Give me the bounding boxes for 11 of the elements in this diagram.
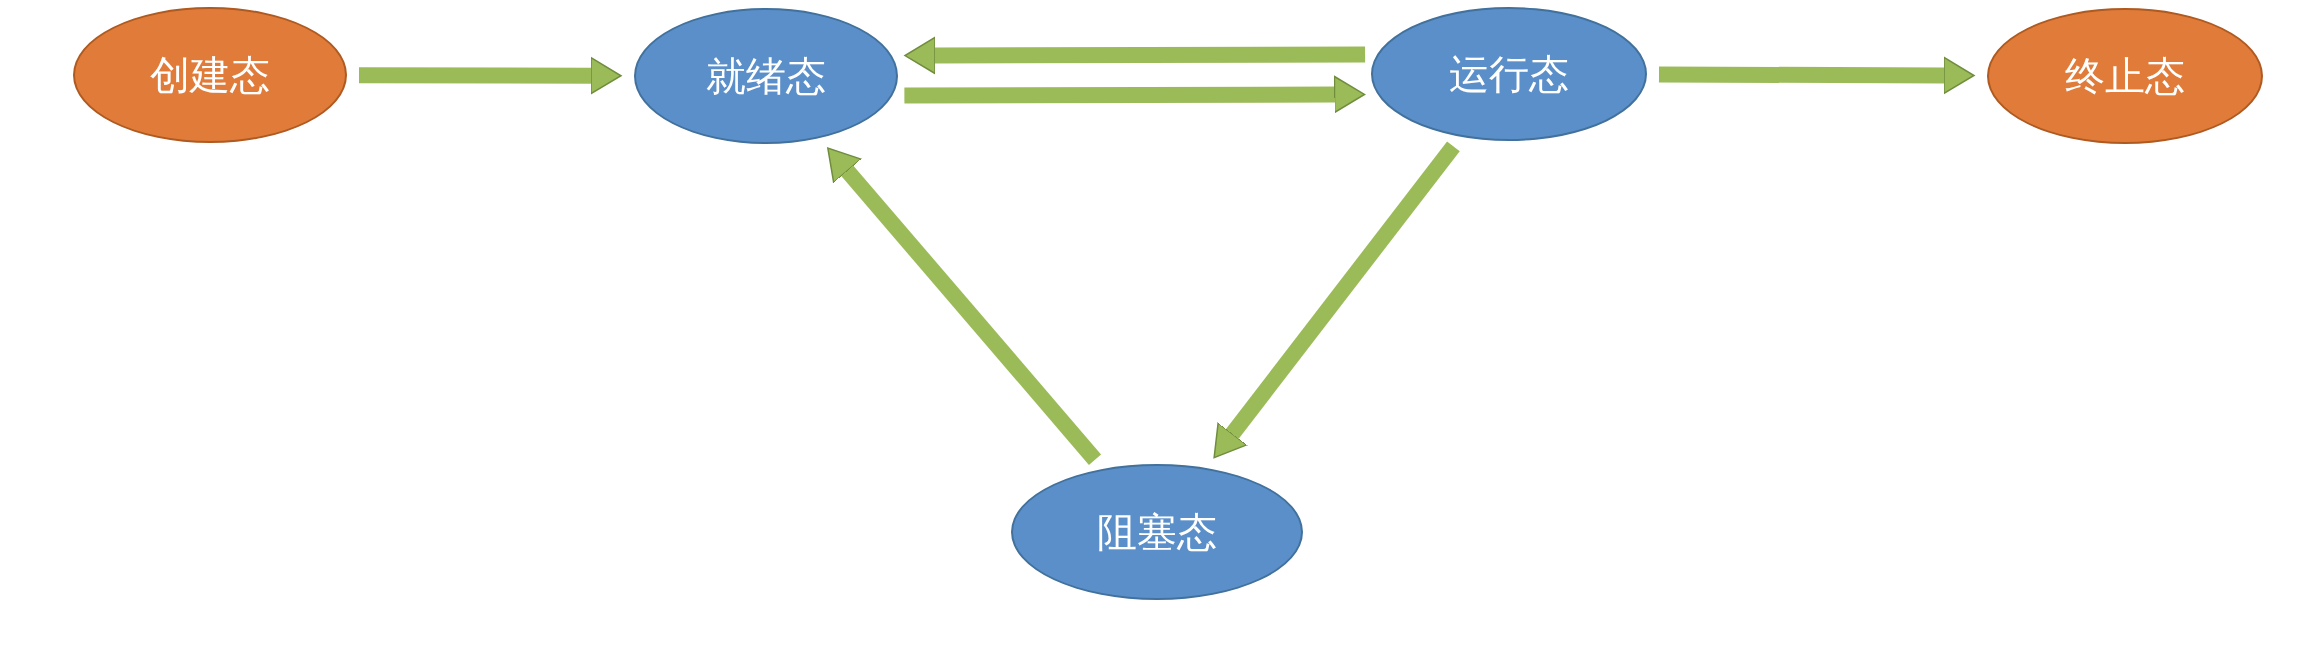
arrow bbox=[1658, 56, 1975, 95]
arrow bbox=[904, 75, 1366, 114]
arrow bbox=[827, 147, 1102, 465]
arrow bbox=[1213, 141, 1460, 459]
arrow bbox=[358, 56, 622, 95]
state-ellipse: 运行态 bbox=[1371, 7, 1647, 141]
state-ellipse: 创建态 bbox=[73, 7, 347, 143]
state-ellipse: 阻塞态 bbox=[1011, 464, 1303, 600]
state-ellipse: 就绪态 bbox=[634, 8, 898, 144]
arrow bbox=[904, 36, 1366, 75]
state-ellipse: 终止态 bbox=[1987, 8, 2263, 144]
